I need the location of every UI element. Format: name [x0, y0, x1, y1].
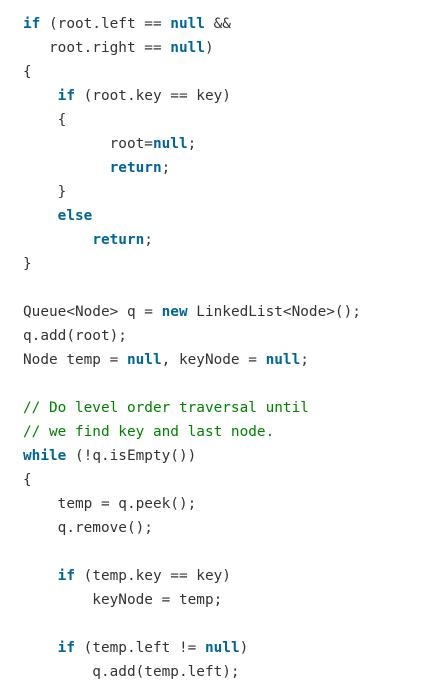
code-line: keyNode = temp; — [23, 588, 361, 612]
code-line: { — [23, 60, 361, 84]
code-token: ) — [239, 640, 249, 656]
code-token: ; — [187, 136, 197, 152]
code-line: if (root.key == key) — [23, 84, 361, 108]
keyword-token: if — [57, 88, 75, 104]
keyword-token: null — [126, 352, 162, 368]
code-line — [23, 372, 361, 396]
keyword-token: if — [57, 640, 75, 656]
keyword-token: null — [170, 40, 205, 56]
code-line: // Do level order traversal until — [23, 396, 361, 420]
code-line: { — [23, 468, 361, 492]
code-token: { — [23, 112, 67, 128]
code-token: (root.left == — [40, 16, 171, 32]
code-line: if (root.left == null && — [23, 12, 361, 36]
code-line: } — [23, 252, 361, 276]
keyword-token: null — [152, 136, 188, 152]
code-token: } — [23, 256, 32, 272]
code-token — [23, 160, 110, 176]
code-token: Node temp = — [23, 352, 127, 368]
code-line: if (temp.left != null) — [23, 636, 361, 660]
code-line: Queue<Node> q = new LinkedList<Node>(); — [23, 300, 361, 324]
code-token: ; — [144, 232, 153, 248]
code-token: (temp.left != — [74, 640, 205, 656]
keyword-token: return — [109, 160, 162, 176]
code-line: q.add(root); — [23, 324, 361, 348]
keyword-token: while — [23, 448, 67, 464]
code-token — [23, 208, 58, 224]
code-line — [23, 276, 361, 300]
code-line: } — [23, 180, 361, 204]
code-block: if (root.left == null && root.right == n… — [23, 12, 361, 684]
keyword-token: if — [57, 568, 75, 584]
code-line: root=null; — [23, 132, 361, 156]
code-line: root.right == null) — [23, 36, 361, 60]
code-token: } — [23, 184, 67, 200]
code-line: // we find key and last node. — [23, 420, 361, 444]
keyword-token: else — [57, 208, 93, 224]
keyword-token: null — [170, 16, 205, 32]
code-token: (root.key == key) — [74, 88, 231, 104]
keyword-token: return — [92, 232, 145, 248]
code-line: return; — [23, 228, 361, 252]
code-line: if (temp.key == key) — [23, 564, 361, 588]
code-token: ; — [300, 352, 309, 368]
code-line: temp = q.peek(); — [23, 492, 361, 516]
code-token: keyNode = temp; — [23, 592, 223, 608]
code-line: while (!q.isEmpty()) — [23, 444, 361, 468]
keyword-token: if — [23, 16, 41, 32]
code-token — [23, 88, 58, 104]
code-token: && — [204, 16, 231, 32]
keyword-token: new — [161, 304, 188, 320]
code-line: return; — [23, 156, 361, 180]
code-line: { — [23, 108, 361, 132]
comment-token: // Do level order traversal until — [23, 400, 309, 416]
code-token — [23, 640, 58, 656]
code-token: ) — [204, 40, 214, 56]
code-token: , keyNode = — [161, 352, 266, 368]
code-token: temp = q.peek(); — [23, 496, 197, 512]
code-line: q.remove(); — [23, 516, 361, 540]
code-token: { — [23, 472, 32, 488]
code-token: q.remove(); — [23, 520, 153, 536]
code-line — [23, 612, 361, 636]
code-token: Queue<Node> q = — [23, 304, 162, 320]
code-token: (temp.key == key) — [74, 568, 231, 584]
comment-token: // we find key and last node. — [23, 424, 275, 440]
keyword-token: null — [204, 640, 240, 656]
code-token: root= — [23, 136, 153, 152]
code-token — [23, 568, 58, 584]
code-line: q.add(temp.left); — [23, 660, 361, 684]
keyword-token: null — [265, 352, 301, 368]
code-line: Node temp = null, keyNode = null; — [23, 348, 361, 372]
code-line: else — [23, 204, 361, 228]
code-token: q.add(temp.left); — [23, 664, 240, 680]
code-token — [23, 232, 92, 248]
code-token: (!q.isEmpty()) — [66, 448, 197, 464]
code-token: { — [23, 64, 32, 80]
code-token: LinkedList<Node>(); — [187, 304, 361, 320]
code-token: q.add(root); — [23, 328, 127, 344]
code-line — [23, 540, 361, 564]
code-token: root.right == — [23, 40, 171, 56]
code-token: ; — [161, 160, 171, 176]
